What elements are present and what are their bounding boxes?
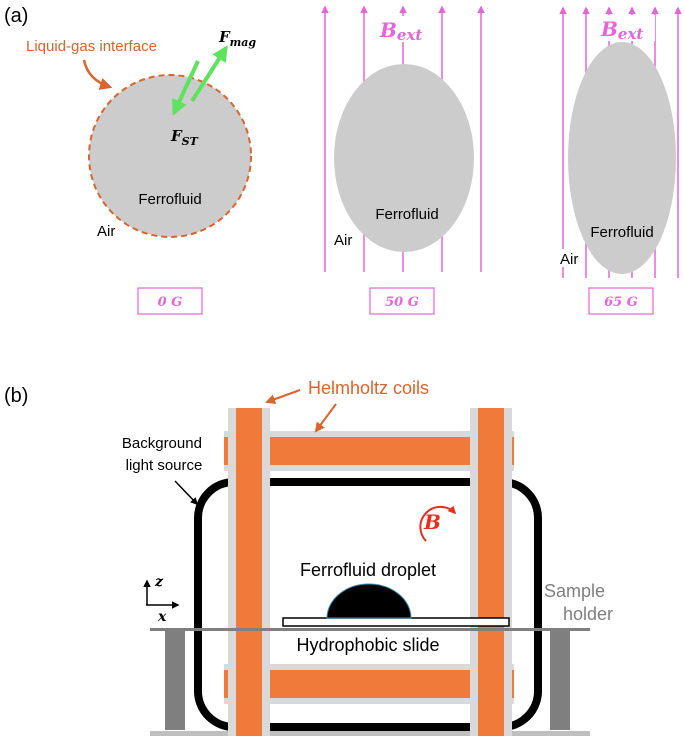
axis-indicator: z x bbox=[143, 574, 180, 625]
helmholtz-coils-label: Helmholtz coils bbox=[308, 378, 429, 398]
ferrofluid-droplet-label: Ferrofluid droplet bbox=[300, 560, 436, 580]
sample-holder-leg-left bbox=[165, 630, 185, 730]
interface-arrow bbox=[82, 59, 113, 90]
ferrofluid-label: Ferrofluid bbox=[138, 191, 201, 208]
f-st-arrow bbox=[172, 60, 200, 116]
ferrofluid-label: Ferrofluid bbox=[375, 206, 438, 223]
coils-arrow-right bbox=[314, 403, 337, 433]
air-label: Air bbox=[560, 251, 578, 268]
f-mag-label: Fmag bbox=[218, 28, 256, 49]
field-value-box bbox=[369, 287, 435, 315]
panel-b: (b) Helmholtz coils Background light sou… bbox=[4, 378, 613, 736]
b-ext-label: Bext bbox=[600, 17, 643, 43]
air-label: Air bbox=[97, 223, 115, 240]
sample-holder-label: Sample holder bbox=[544, 581, 613, 624]
coils-arrow-left bbox=[265, 389, 301, 404]
slide-label-bg bbox=[274, 633, 462, 657]
coil-top bbox=[224, 437, 514, 465]
base-plate bbox=[150, 731, 590, 736]
f-mag-arrow bbox=[190, 45, 228, 103]
panel-a: (a) Liquid-gas interface Fmag FST Ferrof… bbox=[4, 5, 682, 315]
coil-left bbox=[236, 408, 262, 736]
air-label: Air bbox=[334, 232, 352, 249]
droplet-panel-0g: Liquid-gas interface Fmag FST Ferrofluid… bbox=[26, 28, 256, 315]
coil-right bbox=[478, 408, 504, 736]
rotation-arrow bbox=[419, 505, 457, 542]
droplet-panel-50g: Bext Ferrofluid Air 50 G bbox=[321, 5, 485, 315]
field-value-box bbox=[588, 287, 654, 315]
interface-label: Liquid-gas interface bbox=[26, 38, 157, 55]
background-light-source bbox=[194, 478, 542, 731]
axis-x-label: x bbox=[157, 609, 167, 625]
axis-z-label: z bbox=[154, 574, 164, 590]
field-value: 65 G bbox=[604, 295, 638, 310]
hydrophobic-slide bbox=[282, 617, 510, 627]
panel-a-label: (a) bbox=[4, 5, 28, 27]
air-label-bg bbox=[333, 230, 359, 248]
panel-b-label: (b) bbox=[4, 385, 28, 407]
b-ext-bg bbox=[597, 15, 655, 41]
ferrofluid-droplet-round bbox=[88, 74, 252, 238]
sample-holder-leg-right bbox=[550, 630, 570, 730]
field-value: 50 G bbox=[385, 295, 419, 310]
light-source-arrow bbox=[174, 480, 199, 506]
b-ext-bg bbox=[376, 16, 434, 42]
field-value-box bbox=[137, 287, 203, 315]
hydrophobic-slide-label: Hydrophobic slide bbox=[296, 635, 439, 655]
ferrofluid-droplet-stretched bbox=[568, 42, 676, 274]
coil-bottom bbox=[224, 670, 514, 698]
air-label-bg bbox=[559, 249, 585, 267]
ferrofluid-droplet-sessile bbox=[326, 583, 412, 619]
ferrofluid-label: Ferrofluid bbox=[590, 224, 653, 241]
f-st-label: FST bbox=[170, 127, 199, 148]
b-field-symbol: B bbox=[423, 510, 441, 534]
droplet-label-bg bbox=[280, 558, 458, 582]
droplet-panel-65g: Bext Ferrofluid Air 65 G bbox=[559, 6, 682, 315]
ferrofluid-droplet-elongated bbox=[334, 64, 474, 252]
light-source-label: Background light source bbox=[122, 435, 206, 474]
sample-holder-bar bbox=[150, 628, 590, 631]
b-ext-label: Bext bbox=[379, 18, 422, 44]
field-value: 0 G bbox=[158, 295, 183, 310]
